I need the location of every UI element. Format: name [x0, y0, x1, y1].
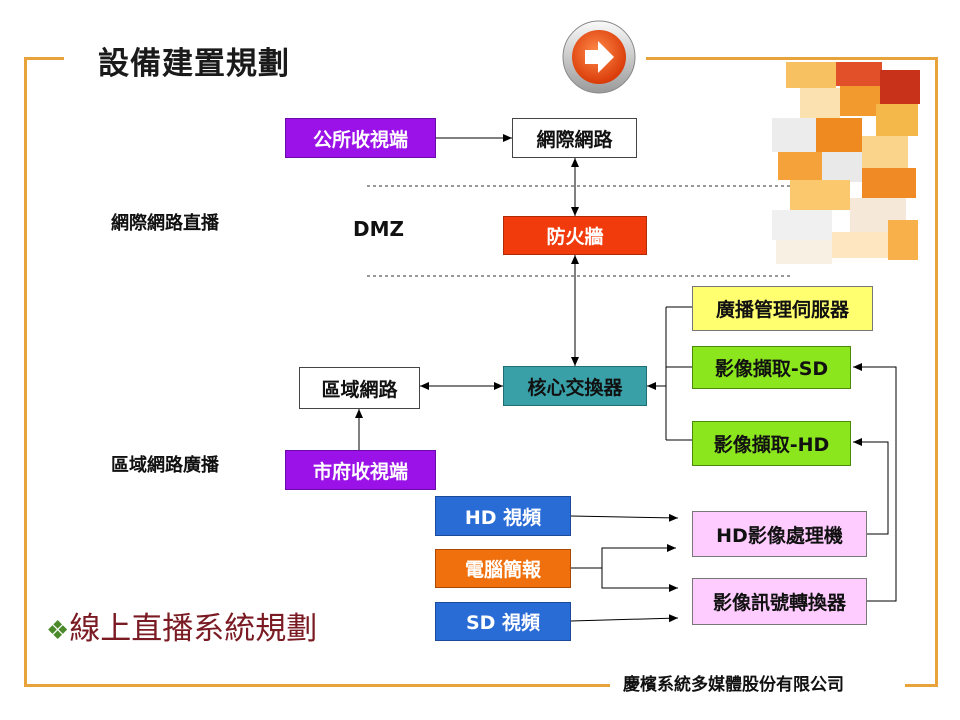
- node-internet: 網際網路: [512, 118, 637, 158]
- node-city-receiver: 市府收視端: [285, 450, 436, 490]
- frame-top-left: [24, 57, 64, 60]
- node-core-switch: 核心交換器: [503, 366, 647, 406]
- node-broadcast-server: 廣播管理伺服器: [692, 286, 873, 331]
- edge-processor-to-capture-hd: [853, 438, 889, 535]
- node-sd-video: SD 視頻: [435, 602, 571, 641]
- subtitle-text: 線上直播系統規劃: [69, 611, 318, 647]
- node-lan: 區域網路: [299, 367, 420, 409]
- node-signal-converter: 影像訊號轉換器: [692, 578, 867, 625]
- frame-left: [24, 57, 27, 687]
- node-capture-hd: 影像擷取-HD: [692, 421, 851, 466]
- node-hd-video: HD 視頻: [435, 496, 571, 536]
- edge-pc-split: [571, 544, 676, 569]
- label-dmz: DMZ: [353, 217, 405, 241]
- edge-pc-converter: [601, 568, 678, 592]
- edge-sdvideo-converter: [570, 614, 679, 623]
- arrow-button-icon: [562, 20, 636, 94]
- node-town-receiver: 公所收視端: [285, 118, 436, 158]
- bullet-icon: ❖: [46, 616, 70, 646]
- frame-bottom-right: [905, 684, 938, 687]
- company-name: 慶檳系統多媒體股份有限公司: [623, 675, 844, 695]
- label-internet-live: 網際網路直播: [111, 213, 219, 234]
- node-hd-processor: HD影像處理機: [692, 511, 867, 557]
- frame-top-right: [646, 57, 938, 60]
- page-title: 設備建置規劃: [98, 46, 290, 82]
- node-capture-sd: 影像擷取-SD: [692, 346, 851, 389]
- node-firewall: 防火牆: [503, 216, 647, 255]
- decorative-blocks-graphic: [772, 62, 920, 264]
- label-lan-broadcast: 區域網路廣播: [111, 455, 219, 476]
- frame-right: [935, 57, 938, 687]
- edge-hdvideo-processor: [570, 513, 679, 522]
- subtitle: ❖線上直播系統規劃: [46, 603, 317, 648]
- edge-converter-to-capture-sd: [853, 363, 897, 602]
- node-pc-presentation: 電腦簡報: [435, 549, 571, 588]
- frame-bottom-left: [24, 684, 610, 687]
